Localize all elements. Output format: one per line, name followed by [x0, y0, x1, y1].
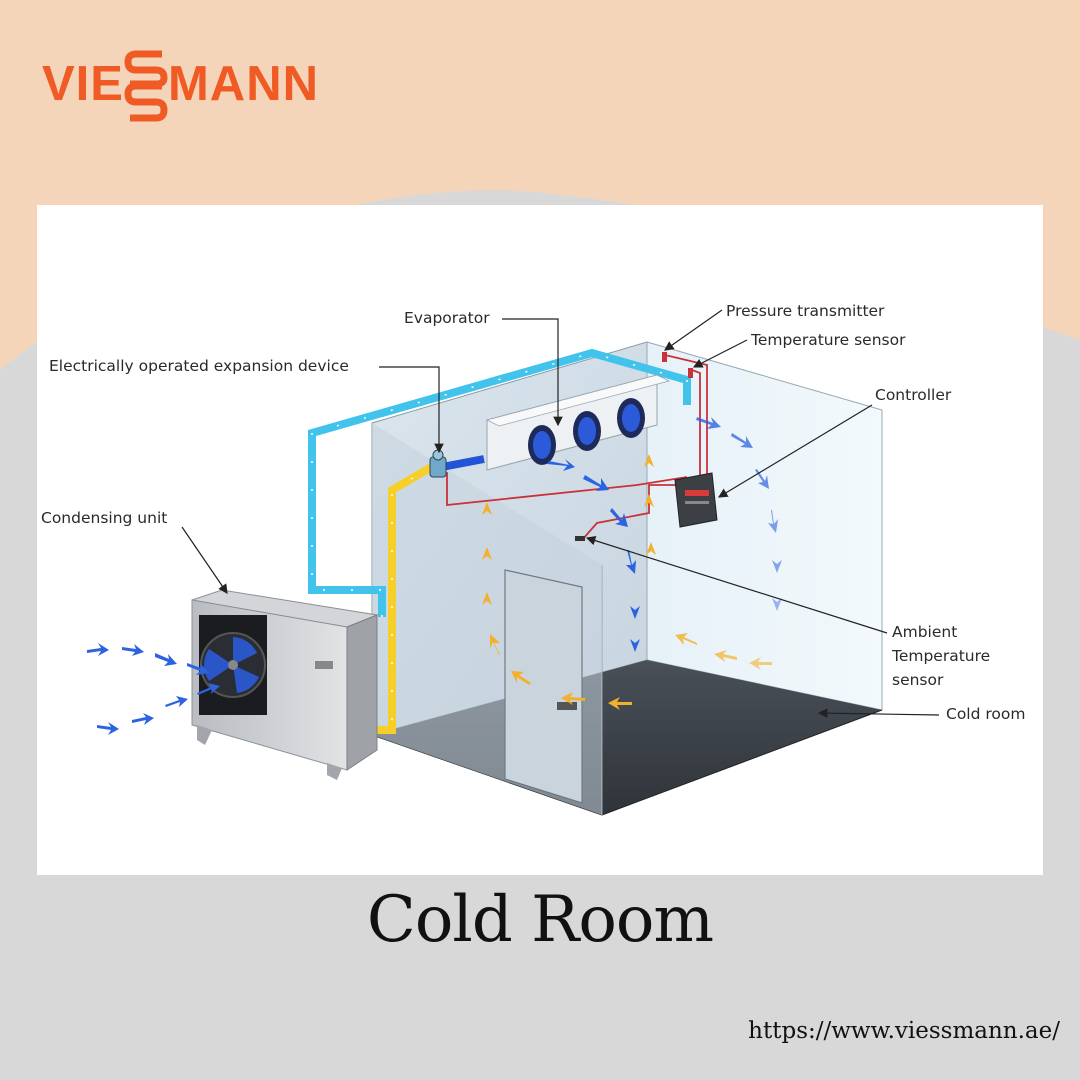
temperature-sensor-icon	[688, 368, 693, 378]
label-ambient-line2: Temperature	[892, 647, 991, 665]
label-pressure-transmitter: Pressure transmitter	[726, 302, 885, 320]
label-ambient-line3: sensor	[892, 671, 944, 689]
page-title: Cold Room	[366, 883, 714, 957]
logo-text-right: MANN	[167, 57, 319, 111]
label-condensing-unit: Condensing unit	[41, 509, 168, 527]
refrigerant-pipes	[308, 348, 691, 734]
controller-icon	[674, 472, 718, 528]
condensing-unit	[191, 589, 379, 780]
evaporator-unit	[485, 374, 671, 471]
label-evaporator: Evaporator	[404, 309, 490, 327]
ambient-sensor-icon	[575, 536, 585, 541]
label-ambient-line1: Ambient	[892, 623, 958, 641]
leader-lines	[181, 309, 940, 718]
door-handle	[557, 702, 577, 710]
label-cold-room: Cold room	[946, 705, 1026, 723]
cold-airflow-arrows	[87, 417, 782, 735]
label-temperature-sensor: Temperature sensor	[751, 331, 906, 349]
website-url[interactable]: https://www.viessmann.ae/	[748, 1018, 1060, 1044]
logo-ss-mark	[124, 42, 168, 126]
label-controller: Controller	[875, 386, 952, 404]
evaporator-fan-icon	[528, 398, 645, 465]
pressure-transmitter-icon	[662, 352, 667, 362]
diagram-card: Evaporator Pressure transmitter Temperat…	[37, 205, 1043, 875]
condenser-fan-icon	[200, 632, 266, 698]
door	[504, 569, 583, 804]
cold-room-diagram	[87, 309, 940, 816]
warm-airflow-arrows	[482, 454, 772, 710]
label-expansion-device: Electrically operated expansion device	[49, 357, 349, 375]
logo-text-left: VIE	[42, 57, 124, 111]
viessmann-logo: VIE MANN	[42, 42, 319, 126]
